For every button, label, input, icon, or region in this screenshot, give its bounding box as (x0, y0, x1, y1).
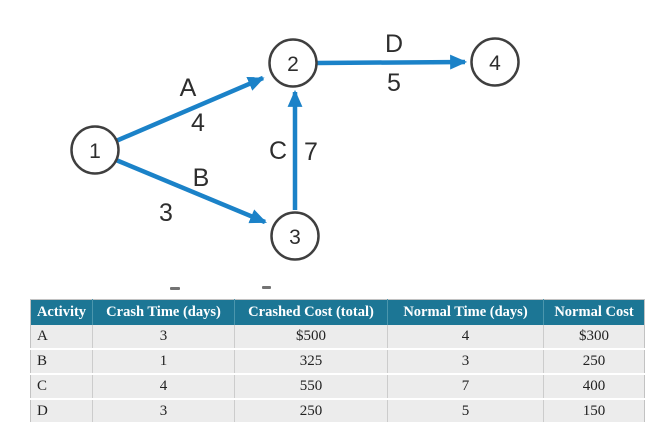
node-1: 1 (70, 125, 120, 175)
crashed-cost-cell: 550 (234, 373, 388, 399)
column-header-normal-cost: Normal Cost (543, 299, 645, 325)
normal-cost-cell: $300 (543, 325, 645, 349)
column-header-crashed-cost: Crashed Cost (total) (234, 299, 388, 325)
normal-time-cell: 4 (387, 325, 544, 349)
edge-D-arrow (316, 54, 468, 70)
edge-D-duration-label: 5 (387, 69, 401, 97)
edge-D-activity-label: D (385, 30, 403, 58)
crashed-cost-cell: 250 (234, 398, 388, 422)
activity-cell: C (30, 373, 93, 399)
column-header-normal-time: Normal Time (days) (387, 299, 544, 325)
edge-C-activity-label: C (269, 137, 287, 165)
edge-C-duration-label: 7 (304, 138, 318, 166)
node-1-label: 1 (89, 140, 101, 163)
edge-A-activity-label: A (180, 74, 197, 102)
normal-cost-cell: 400 (543, 373, 645, 399)
node-2-label: 2 (287, 53, 299, 76)
normal-cost-cell: 150 (543, 398, 645, 422)
crashed-cost-cell: $500 (234, 325, 388, 349)
node-4-label: 4 (489, 52, 501, 75)
column-header-crash-time: Crash Time (days) (92, 299, 235, 325)
cropped-text-artifact (262, 286, 271, 289)
edge-B-duration-label: 3 (159, 199, 173, 227)
normal-time-cell: 3 (387, 348, 544, 374)
crash-time-cell: 3 (92, 398, 235, 422)
crash-time-cell: 1 (92, 348, 235, 374)
crash-time-cell: 3 (92, 325, 235, 349)
table-header-row: Activity Crash Time (days) Crashed Cost … (30, 299, 645, 325)
activity-cell: D (30, 398, 93, 422)
table-row-C: C 4 550 7 400 (30, 373, 645, 399)
edge-A-arrow (115, 75, 265, 144)
node-2: 2 (268, 38, 318, 88)
node-3-label: 3 (289, 226, 301, 249)
activity-cell: A (30, 325, 93, 349)
normal-cost-cell: 250 (543, 348, 645, 374)
table-row-A: A 3 $500 4 $300 (30, 325, 645, 349)
crash-time-cell: 4 (92, 373, 235, 399)
edge-A-duration-label: 4 (191, 109, 205, 137)
table-row-B: B 1 325 3 250 (30, 348, 645, 374)
normal-time-cell: 5 (387, 398, 544, 422)
crash-cost-table: Activity Crash Time (days) Crashed Cost … (30, 299, 645, 422)
edge-B-arrow (115, 157, 267, 225)
cropped-text-artifact (170, 287, 180, 290)
crashed-cost-cell: 325 (234, 348, 388, 374)
normal-time-cell: 7 (387, 373, 544, 399)
column-header-activity: Activity (30, 299, 93, 325)
activity-network-diagram: A 4 B 3 C 7 D 5 1 2 3 4 (70, 30, 520, 261)
table-row-D: D 3 250 5 150 (30, 398, 645, 422)
node-3: 3 (270, 211, 320, 261)
node-4: 4 (470, 37, 520, 87)
activity-cell: B (30, 348, 93, 374)
edge-B-activity-label: B (193, 164, 210, 192)
